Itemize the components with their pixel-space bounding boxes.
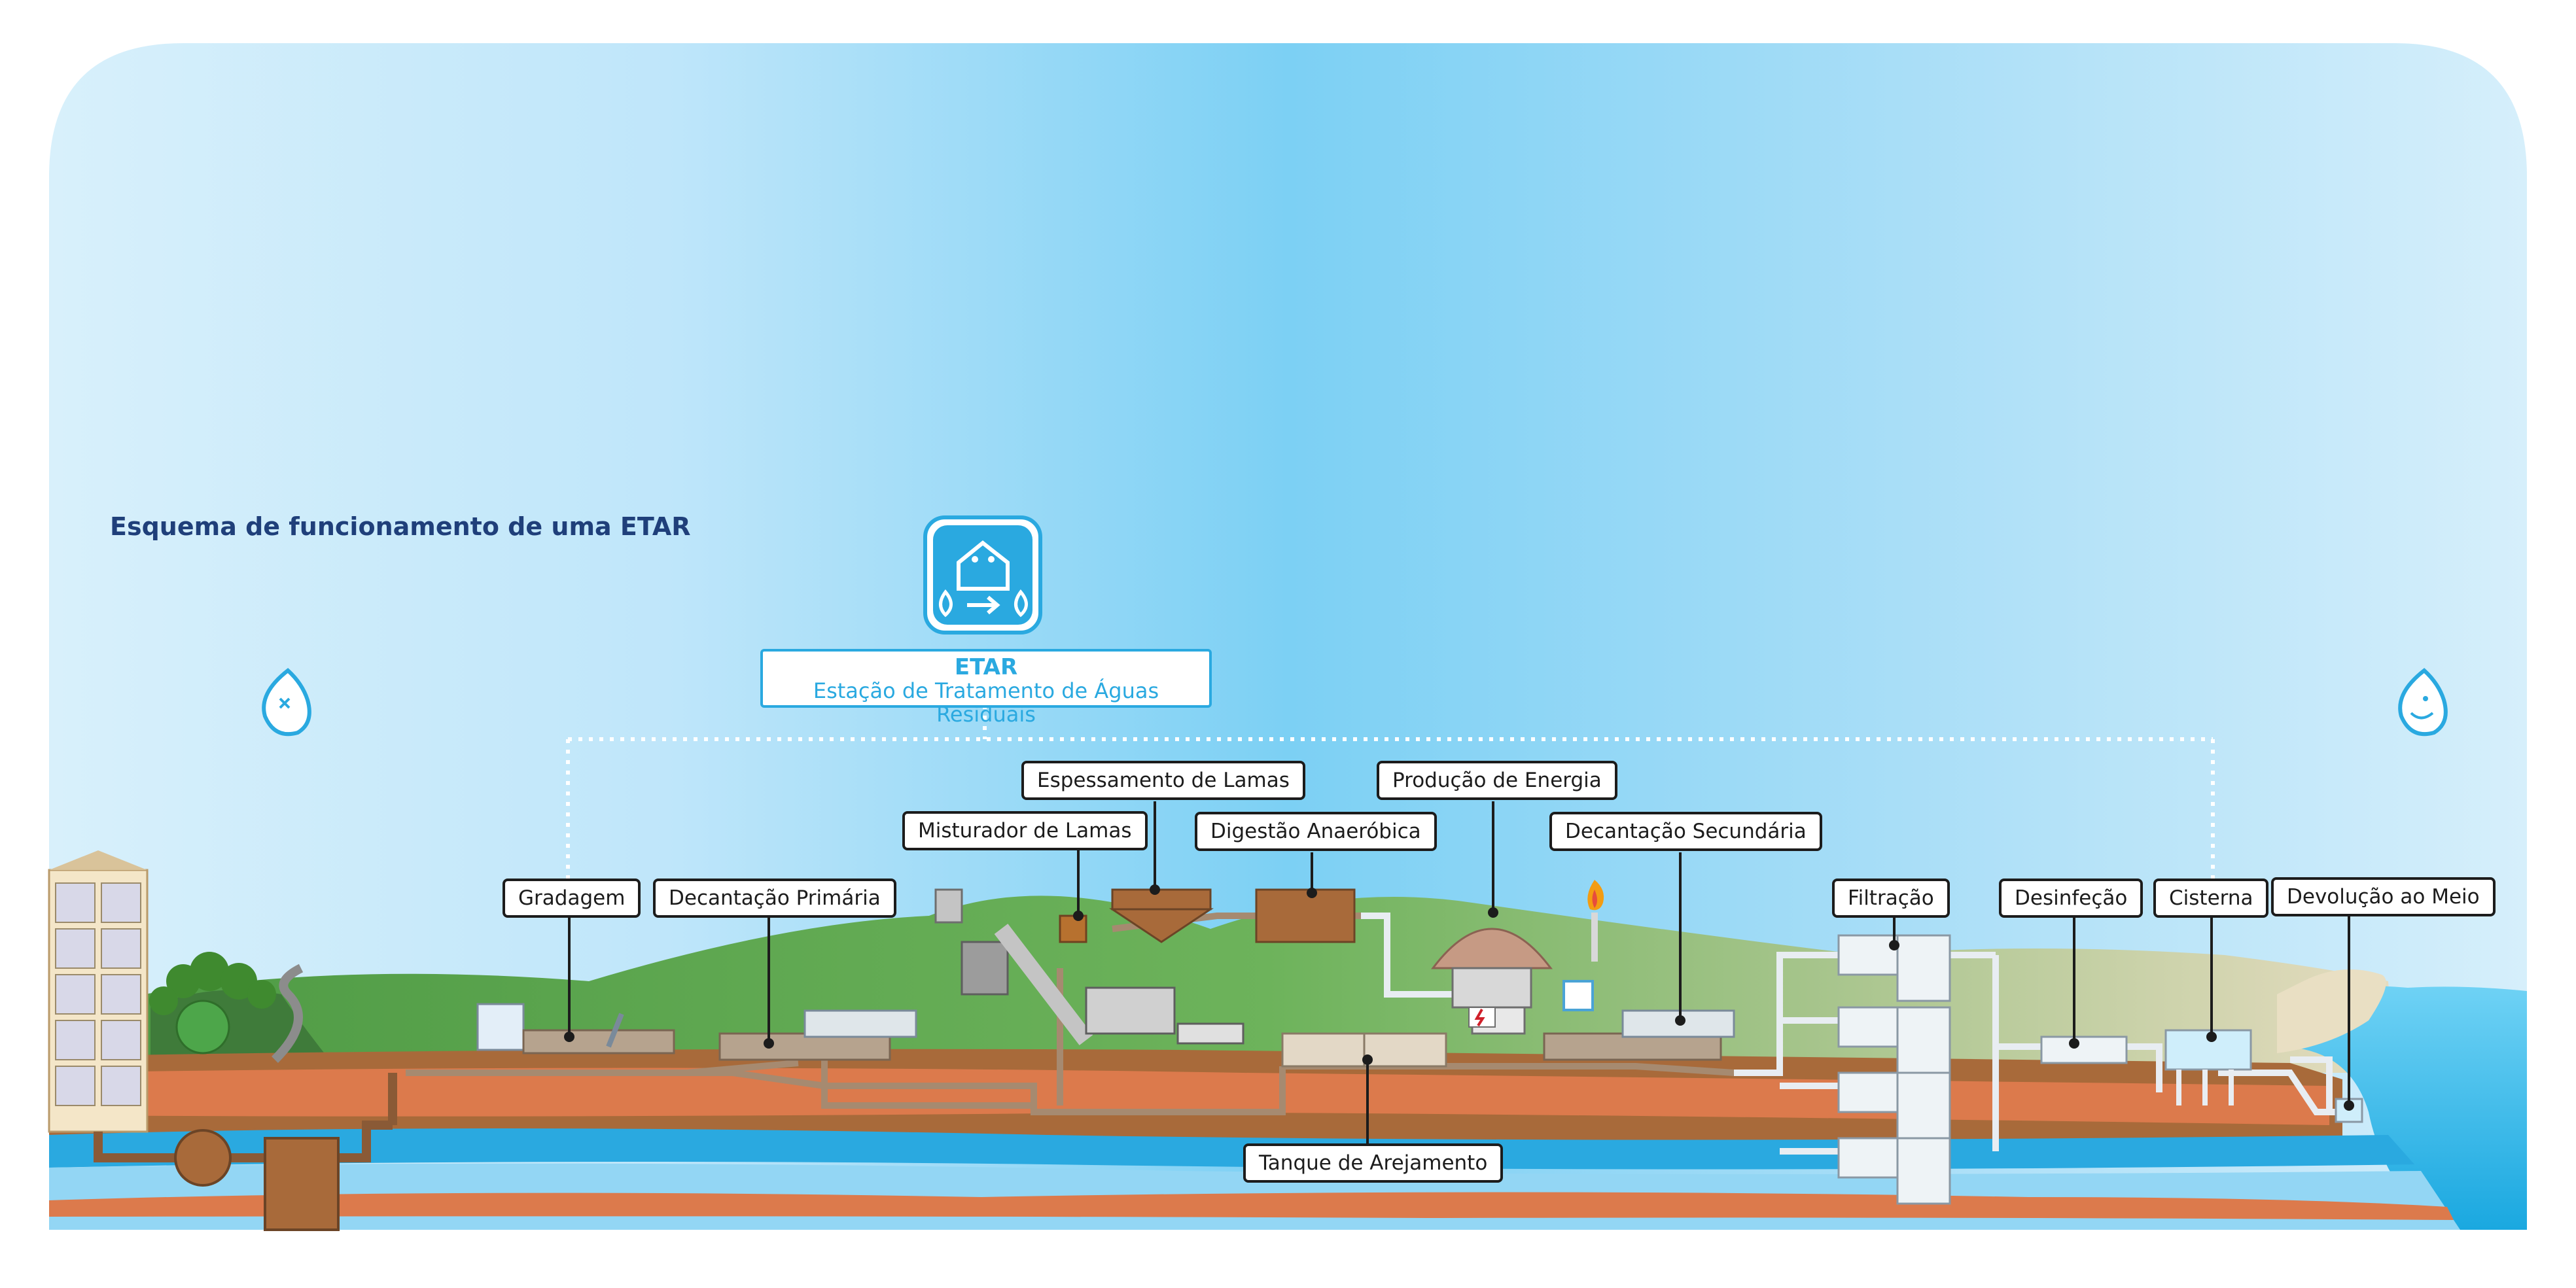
pond: [175, 1000, 230, 1054]
label-devolucao-meio: Devolução ao Meio: [2271, 877, 2496, 916]
anaerobic-digester: [1255, 888, 1356, 943]
flame-icon: [1587, 880, 1604, 962]
sludge-mixer: [934, 888, 1093, 1045]
happy-drop-icon: [2398, 668, 2448, 737]
pump-station: [174, 1129, 232, 1187]
sludge-thickener: [1109, 888, 1214, 943]
label-decantacao-primaria: Decantação Primária: [653, 879, 896, 918]
house-water-icon: [923, 515, 1042, 635]
etar-name: ETAR: [954, 654, 1018, 680]
label-misturador-lamas: Misturador de Lamas: [902, 811, 1148, 850]
water-layer-1: [49, 1128, 2414, 1170]
label-filtracao: Filtração: [1832, 879, 1950, 918]
apartment-building: [48, 850, 149, 1133]
label-producao-energia: Produção de Energia: [1377, 761, 1617, 800]
leader-lines: [568, 801, 2350, 1145]
wet-well: [264, 1137, 340, 1231]
beach-sand: [2277, 969, 2386, 1053]
primary-bridge: [803, 1009, 917, 1038]
gas-meter: [1562, 980, 1594, 1011]
dewatering-unit: [1085, 986, 1244, 1045]
road: [272, 964, 304, 1063]
label-tanque-arejamento: Tanque de Arejamento: [1243, 1143, 1504, 1183]
screening-unit: [476, 1003, 675, 1054]
leader-dots: [564, 884, 2354, 1111]
etar-connector-dotted: [566, 705, 2215, 880]
sewer-pipe: [94, 1073, 397, 1162]
sea: [2277, 985, 2527, 1230]
filtration-units: [1837, 934, 1951, 1205]
back-hills: [144, 896, 2395, 1073]
etar-full-name: Estação de Tratamento de Águas Residuais: [813, 678, 1159, 727]
label-cisterna: Cisterna: [2153, 879, 2269, 918]
disinfection-unit: [2040, 1036, 2128, 1064]
sky-background: [49, 43, 2527, 1230]
label-decantacao-secundaria: Decantação Secundária: [1549, 812, 1822, 851]
label-digestao-anaerobica: Digestão Anaeróbica: [1195, 812, 1437, 851]
label-desinfecao: Desinfeção: [1999, 879, 2144, 918]
lightning-icon: [1468, 1007, 1496, 1028]
sad-drop-icon: [262, 668, 311, 737]
page-title: Esquema de funcionamento de uma ETAR: [110, 512, 691, 541]
label-espessamento-lamas: Espessamento de Lamas: [1021, 761, 1305, 800]
label-gradagem: Gradagem: [503, 879, 641, 918]
deep-orange-band: [49, 1192, 2454, 1220]
aeration-tank: [1281, 1032, 1447, 1068]
trees: [149, 952, 276, 1015]
etar-label-box: ETAR Estação de Tratamento de Águas Resi…: [760, 649, 1212, 726]
primary-clarifier: [718, 1032, 891, 1061]
soil-orange-band: [49, 1068, 2329, 1125]
